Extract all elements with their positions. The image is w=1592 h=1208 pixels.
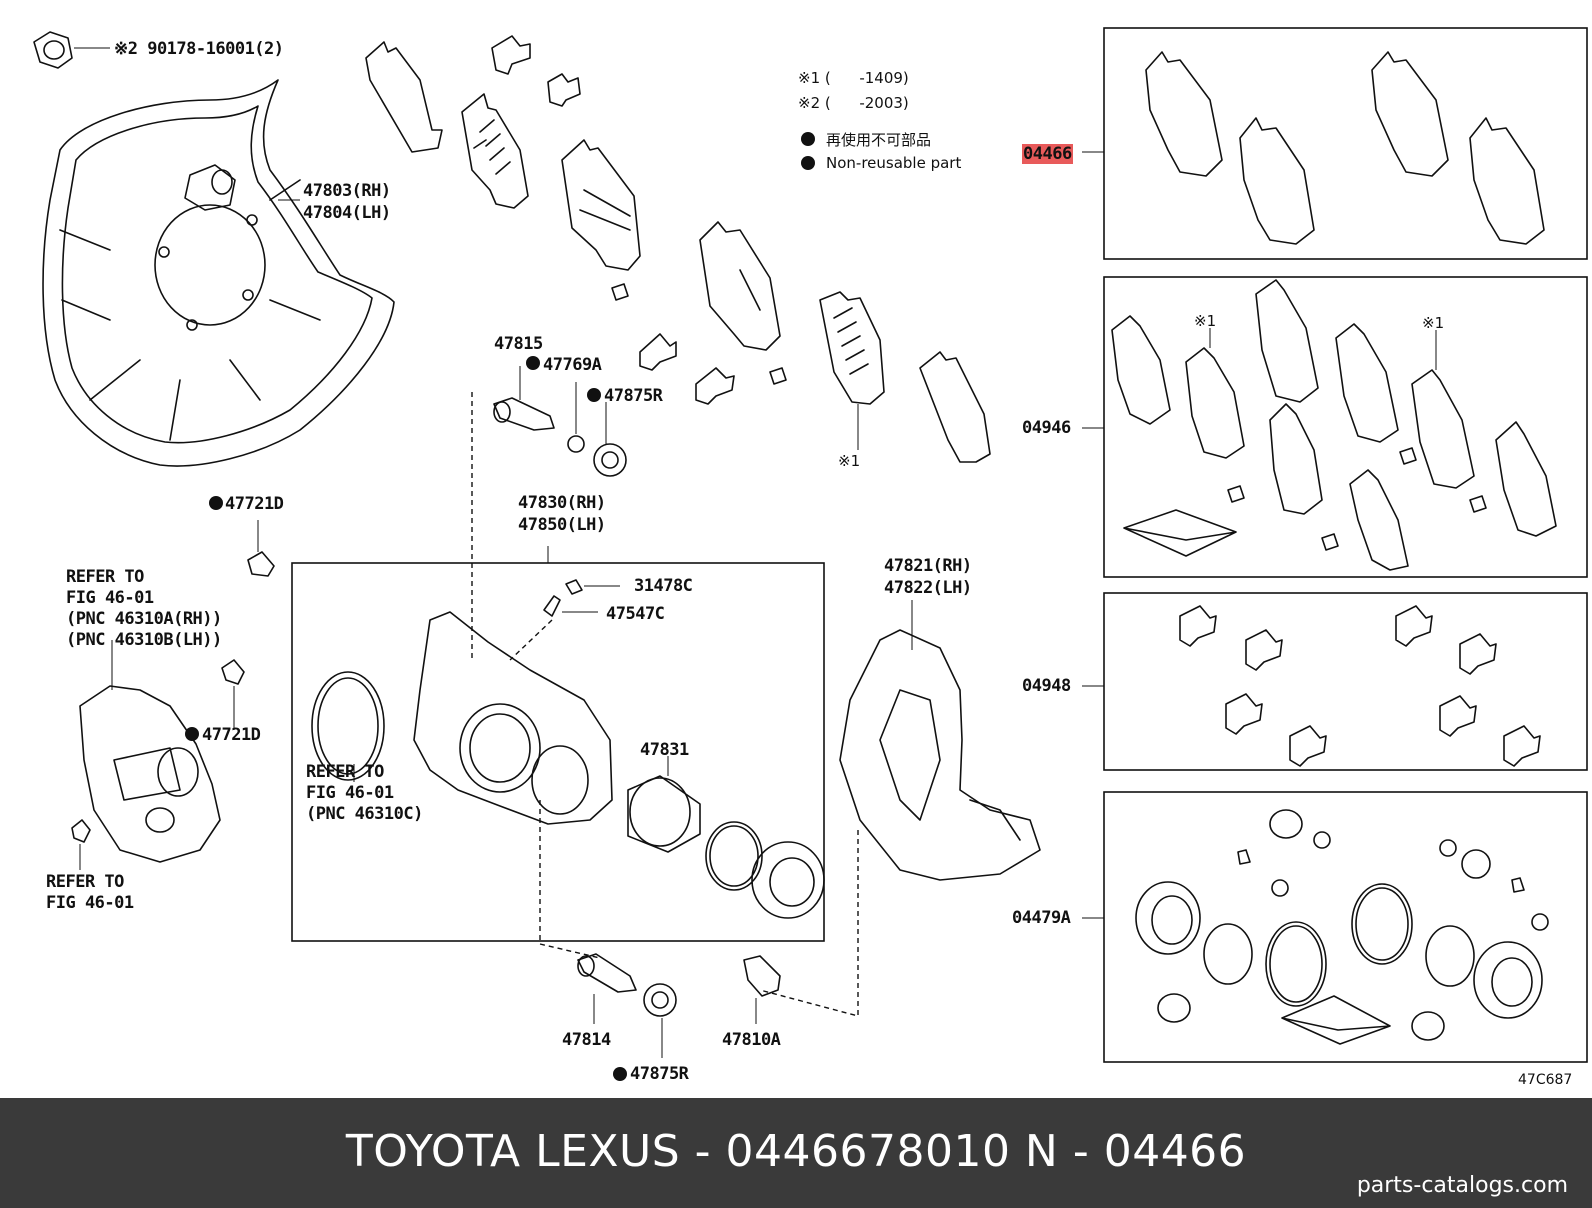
- kit-04466-contents: [1082, 51, 1545, 245]
- mark-x1-kit-b: ※1: [1422, 314, 1445, 332]
- mark-x1-kit-a: ※1: [1194, 312, 1217, 330]
- label-47821-rh: 47821(RH): [884, 556, 972, 576]
- label-04466[interactable]: 04466: [1022, 144, 1073, 164]
- label-47804-lh: 47804(LH): [303, 203, 391, 223]
- cylinder-assembly-drawing: [311, 546, 825, 940]
- label-47547c: 47547C: [606, 604, 665, 624]
- refer-b-line2: FIG 46-01: [306, 783, 394, 803]
- kit-box-04466: [1103, 27, 1588, 260]
- label-47810a: 47810A: [722, 1030, 781, 1050]
- refer-c-line2: FIG 46-01: [46, 893, 134, 913]
- refer-a-line4: (PNC 46310B(LH)): [66, 630, 222, 650]
- note-x1: ※1 ( -1409): [798, 69, 909, 87]
- refer-b-line3: (PNC 46310C): [306, 804, 423, 824]
- label-47822-lh: 47822(LH): [884, 578, 972, 598]
- label-47830-rh: 47830(RH): [518, 493, 606, 513]
- diagram-drawing: [33, 27, 1588, 1081]
- legend-dot-en: [801, 156, 815, 170]
- label-47769a: 47769A: [543, 355, 602, 375]
- footer-bar: TOYOTA LEXUS - 0446678010 N - 04466 part…: [0, 1098, 1592, 1208]
- label-47875r-top: 47875R: [604, 386, 663, 406]
- pin-47814-drawing: [539, 943, 781, 1058]
- label-47875r-bot: 47875R: [630, 1064, 689, 1084]
- kit-04948-contents: [1082, 605, 1541, 767]
- refer-a-line3: (PNC 46310A(RH)): [66, 609, 222, 629]
- label-47815: 47815: [494, 334, 543, 354]
- legend-dot-ja: [801, 132, 815, 146]
- parking-actuator-drawing: [71, 640, 245, 870]
- label-04466-highlight[interactable]: 04466: [1022, 144, 1073, 164]
- label-47721d-top: 47721D: [225, 494, 284, 514]
- label-31478c: 31478C: [634, 576, 693, 596]
- label-04479a[interactable]: 04479A: [1012, 908, 1071, 928]
- pin-47815-drawing: [471, 366, 627, 660]
- refer-b-line1: REFER TO: [306, 762, 384, 782]
- refer-a-line2: FIG 46-01: [66, 588, 154, 608]
- dot-47721d-mid: [185, 727, 199, 741]
- bolt-47721d-top-drawing: [247, 520, 275, 577]
- refer-a-line1: REFER TO: [66, 567, 144, 587]
- label-47831: 47831: [640, 740, 689, 760]
- disc-brake-dust-cover: [42, 79, 395, 467]
- caliper-mounting-drawing: [759, 600, 1041, 1017]
- kit-box-04946: [1103, 276, 1588, 578]
- note-x2: ※2 ( -2003): [798, 94, 909, 112]
- nut-drawing: [33, 31, 110, 69]
- dot-47769a: [526, 356, 540, 370]
- cylinder-box: [291, 562, 825, 942]
- parts-diagram: ※2 90178-16001(2) ※1 ( -1409) ※2 ( -2003…: [33, 27, 1588, 1088]
- mark-x1-pad: ※1: [838, 452, 861, 470]
- pad-group-top: [365, 35, 991, 463]
- diagram-code: 47C687: [1518, 1072, 1573, 1088]
- note-non-reusable-en: Non-reusable part: [826, 154, 962, 172]
- kit-04479a-contents: [1082, 809, 1549, 1045]
- label-47803-rh: 47803(RH): [303, 181, 391, 201]
- dot-47875r-top: [587, 388, 601, 402]
- dot-47875r-bot: [613, 1067, 627, 1081]
- kit-box-04479a: [1103, 791, 1588, 1063]
- label-04946[interactable]: 04946: [1022, 418, 1071, 438]
- dot-47721d-top: [209, 496, 223, 510]
- note-non-reusable-ja: 再使用不可部品: [826, 131, 932, 149]
- footer-title: TOYOTA LEXUS - 0446678010 N - 04466: [345, 1126, 1247, 1177]
- label-47814: 47814: [562, 1030, 611, 1050]
- footer-site-link[interactable]: parts-catalogs.com: [1356, 1173, 1568, 1198]
- kit-04946-contents: [1082, 279, 1557, 571]
- label-nut: ※2 90178-16001(2): [114, 39, 284, 59]
- label-04948[interactable]: 04948: [1022, 676, 1071, 696]
- kit-box-04948: [1103, 592, 1588, 771]
- label-47850-lh: 47850(LH): [518, 515, 606, 535]
- label-47721d-mid: 47721D: [202, 725, 261, 745]
- refer-c-line1: REFER TO: [46, 872, 124, 892]
